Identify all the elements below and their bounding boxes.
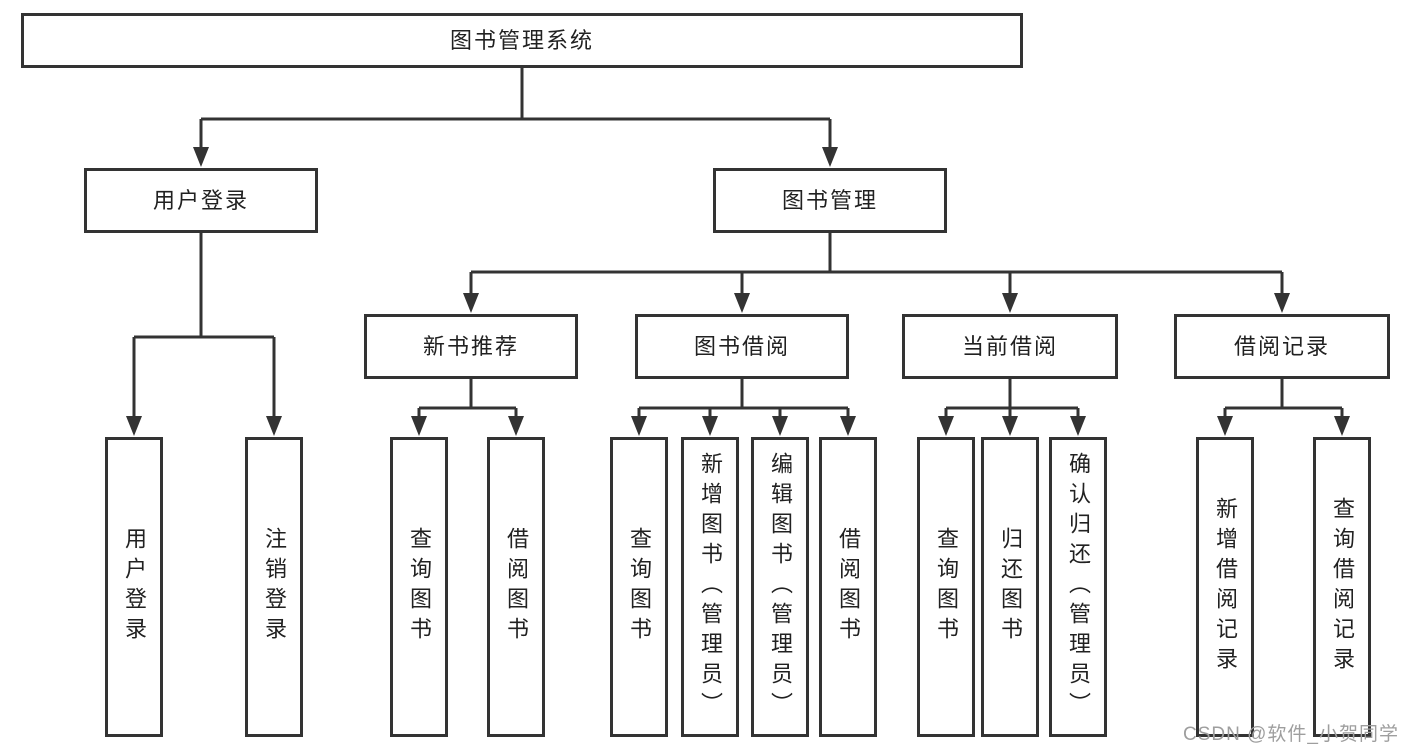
node-book-borrowing: 图书借阅: [635, 314, 849, 379]
node-label: 借阅记录: [1233, 333, 1330, 359]
leaf-query-books-recommend: 查询图书: [390, 437, 448, 737]
node-label: 新书推荐: [422, 333, 519, 359]
leaf-user-login: 用户登录: [105, 437, 163, 737]
leaf-query-books-current: 查询图书: [917, 437, 975, 737]
node-current-borrowing: 当前借阅: [902, 314, 1118, 379]
node-label: 查询借阅记录: [1330, 497, 1355, 677]
node-label: 图书管理系统: [449, 27, 594, 53]
node-label: 借阅图书: [836, 527, 861, 647]
node-label: 归还图书: [998, 527, 1023, 647]
node-label: 用户登录: [152, 187, 249, 213]
node-label: 新增借阅记录: [1213, 497, 1238, 677]
node-root-library-management-system: 图书管理系统: [21, 13, 1023, 68]
node-user-login: 用户登录: [84, 168, 318, 233]
leaf-query-borrow-record: 查询借阅记录: [1313, 437, 1371, 737]
leaf-logout-login: 注销登录: [245, 437, 303, 737]
leaf-borrow-books-recommend: 借阅图书: [487, 437, 545, 737]
node-label: 查询图书: [934, 527, 959, 647]
leaf-confirm-return-admin: 确认归还（管理员）: [1049, 437, 1107, 737]
node-label: 新增图书（管理员）: [698, 452, 723, 722]
node-label: 图书借阅: [693, 333, 790, 359]
node-borrowing-records: 借阅记录: [1174, 314, 1390, 379]
node-label: 查询图书: [627, 527, 652, 647]
node-label: 图书管理: [781, 187, 878, 213]
node-label: 查询图书: [407, 527, 432, 647]
leaf-add-book-admin: 新增图书（管理员）: [681, 437, 739, 737]
leaf-edit-book-admin: 编辑图书（管理员）: [751, 437, 809, 737]
node-new-book-recommendation: 新书推荐: [364, 314, 578, 379]
leaf-query-books-borrowing: 查询图书: [610, 437, 668, 737]
node-label: 注销登录: [262, 527, 287, 647]
node-label: 当前借阅: [961, 333, 1058, 359]
node-label: 借阅图书: [504, 527, 529, 647]
node-label: 用户登录: [122, 527, 147, 647]
node-label: 确认归还（管理员）: [1066, 452, 1091, 722]
node-book-management: 图书管理: [713, 168, 947, 233]
leaf-add-borrow-record: 新增借阅记录: [1196, 437, 1254, 737]
node-label: 编辑图书（管理员）: [768, 452, 793, 722]
leaf-borrow-books-borrowing: 借阅图书: [819, 437, 877, 737]
csdn-watermark: CSDN @软件_小贺同学: [1183, 724, 1399, 745]
leaf-return-book: 归还图书: [981, 437, 1039, 737]
